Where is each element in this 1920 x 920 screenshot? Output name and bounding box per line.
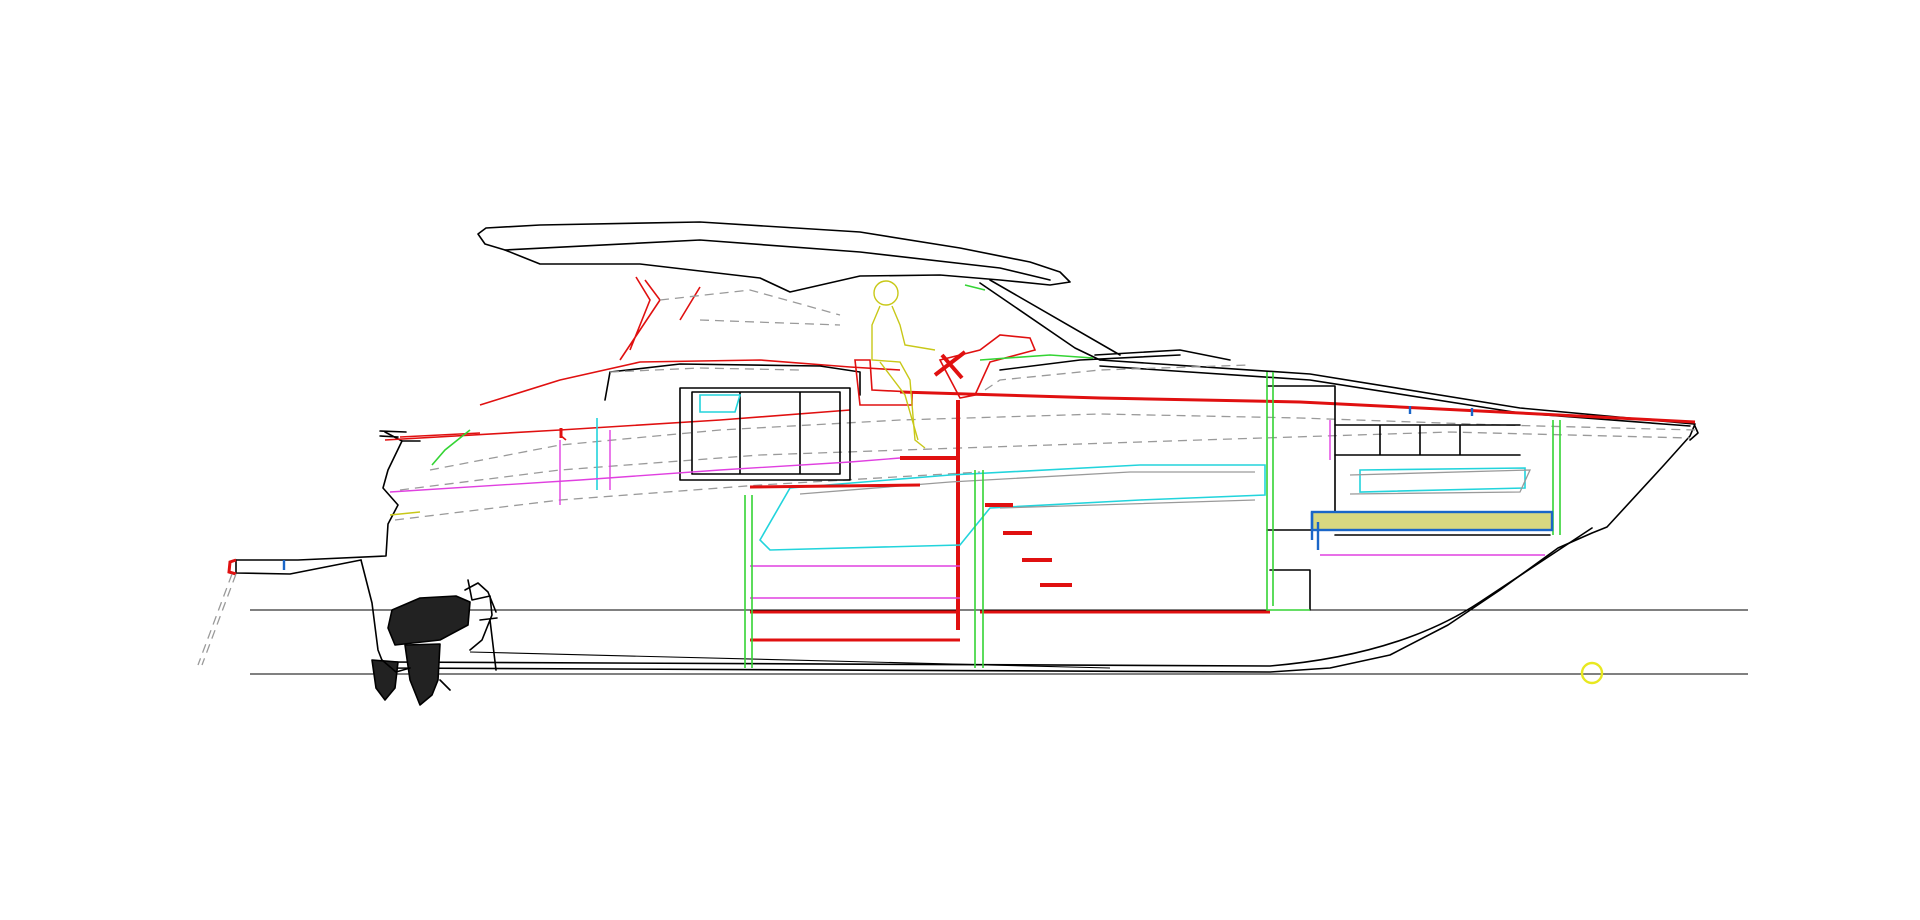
forward-berth-frame	[1334, 424, 1551, 536]
stern-transom-step	[379, 430, 421, 442]
lower-saloon-glazing	[759, 464, 1266, 551]
deck-sheer	[1099, 365, 1691, 427]
bow-window-grey	[1349, 469, 1532, 495]
red-floor-lower	[750, 610, 1270, 642]
hardtop-roof	[477, 221, 1071, 293]
magenta-wiring	[389, 420, 1545, 599]
interior	[389, 418, 1545, 642]
aft-yellow-trim	[389, 511, 421, 516]
hardtop-roof-inner	[504, 239, 1051, 281]
cockpit-rail	[384, 409, 851, 441]
saloon-window	[699, 394, 742, 413]
helm-figure-icon	[871, 280, 936, 449]
hardtop-hidden-line	[659, 289, 841, 326]
swim-platform	[197, 558, 237, 666]
aft-green-trim	[431, 429, 471, 466]
bulkhead-forward	[1266, 372, 1310, 611]
bow-window	[1359, 467, 1526, 493]
hull-keel-line	[469, 651, 1111, 669]
berth-cushion-edge	[1310, 512, 1320, 550]
red-stairs	[985, 503, 1072, 587]
hull	[235, 359, 1699, 673]
helm-console	[938, 334, 1037, 399]
saloon-box	[679, 387, 851, 481]
cockpit-deck	[604, 363, 861, 401]
aft-deck-upper	[479, 359, 901, 406]
boarding-ladder	[197, 573, 237, 666]
hardtop	[477, 221, 1231, 371]
deck-markers	[282, 406, 1474, 570]
gunwale-main	[899, 390, 1696, 424]
berth-cushion	[1310, 510, 1554, 532]
helm-wheel	[933, 350, 967, 380]
helm-base-line	[984, 364, 1251, 391]
forward-berth	[1310, 510, 1554, 550]
bulkhead-aft	[744, 495, 753, 668]
marker-circle-icon	[1580, 661, 1604, 685]
bulkhead-helm	[974, 470, 984, 668]
reference-lines	[250, 609, 1748, 675]
hardtop-strut	[979, 279, 1121, 361]
forward-hatch-frame	[1269, 569, 1311, 611]
forward-cabin-box	[1266, 385, 1336, 531]
red-deck-step	[749, 456, 960, 489]
platform-red-end	[227, 558, 237, 576]
outboard-engine-icon	[371, 579, 498, 706]
aft-cabin-roof-line	[429, 367, 1696, 471]
windscreen	[999, 349, 1231, 371]
hull-chine	[384, 527, 1593, 667]
stern-platform	[235, 559, 362, 575]
side-deck-hidden-2	[394, 471, 981, 521]
helm-seat	[854, 359, 913, 406]
helm-green-rail	[964, 284, 1094, 361]
lower-saloon-glazing-inner	[799, 471, 1256, 509]
bulkheads	[744, 284, 1561, 668]
